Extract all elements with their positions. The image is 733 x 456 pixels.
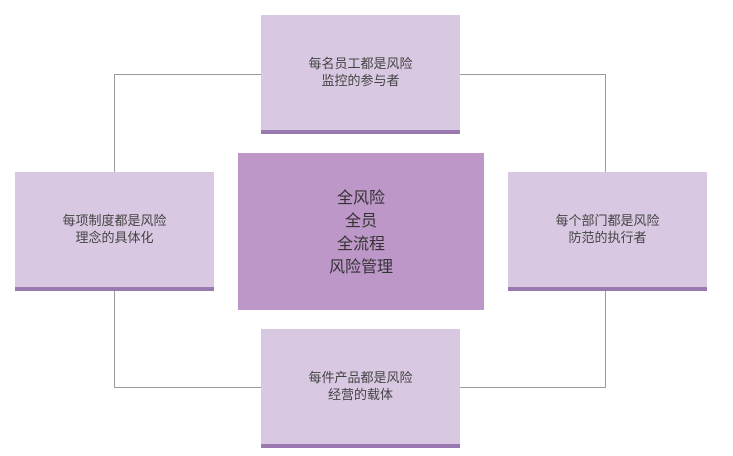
- top-box-line-2: 监控的参与者: [321, 73, 400, 89]
- left-box-line-1: 每项制度都是风险: [62, 213, 167, 229]
- center-box-line-3: 全流程: [336, 233, 385, 253]
- bottom-box: 每件产品都是风险 经营的载体: [261, 329, 460, 448]
- right-box: 每个部门都是风险 防范的执行者: [508, 172, 707, 291]
- bottom-box-line-1: 每件产品都是风险: [308, 370, 413, 386]
- right-box-line-1: 每个部门都是风险: [555, 213, 660, 229]
- center-box-line-4: 风险管理: [328, 256, 393, 276]
- top-box: 每名员工都是风险 监控的参与者: [261, 15, 460, 134]
- left-box-line-2: 理念的具体化: [75, 230, 154, 246]
- center-box: 全风险 全员 全流程 风险管理: [238, 153, 484, 310]
- bottom-box-line-2: 经营的载体: [327, 387, 393, 403]
- center-box-line-1: 全风险: [336, 187, 385, 207]
- right-box-line-2: 防范的执行者: [568, 230, 647, 246]
- center-box-line-2: 全员: [344, 210, 377, 230]
- left-box: 每项制度都是风险 理念的具体化: [15, 172, 214, 291]
- top-box-line-1: 每名员工都是风险: [308, 56, 413, 72]
